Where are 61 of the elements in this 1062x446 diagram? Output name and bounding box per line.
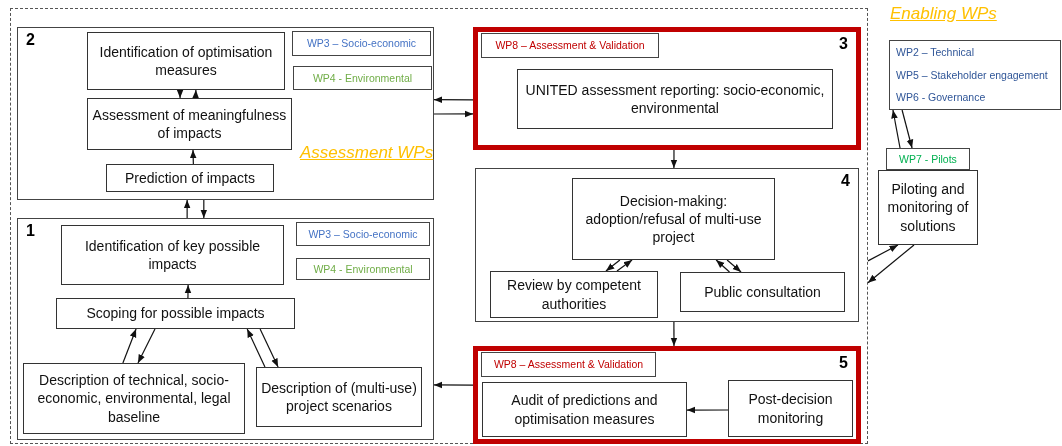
process-box: Review by competent authorities <box>490 271 658 318</box>
work-package-tag: WP3 – Socio-economic <box>292 31 431 56</box>
highlighted-stage-panel <box>473 346 861 444</box>
arrow <box>192 89 199 99</box>
arrow <box>184 284 192 299</box>
process-box: Assessment of meaningfulness of impacts <box>87 98 292 150</box>
arrow <box>200 199 208 219</box>
work-package-item: WP6 - Governance <box>896 92 987 103</box>
process-box: Piloting and monitoring of solutions <box>878 170 978 245</box>
work-package-tag: WP3 – Socio-economic <box>296 222 430 246</box>
stage-number: 4 <box>841 173 850 189</box>
process-box: Public consultation <box>680 272 845 312</box>
arrow <box>867 244 915 284</box>
process-box: Description of technical, socio-economic, environmental, legal baseline <box>23 363 245 434</box>
process-box: UNITED assessment reporting: socio-economic, environmental <box>517 69 833 129</box>
work-package-tag: WP7 - Pilots <box>886 148 970 170</box>
work-package-item: WP5 – Stakeholder engagement <box>896 69 1049 81</box>
arrow <box>726 259 742 273</box>
work-package-tag: WP4 - Environmental <box>296 258 430 280</box>
process-box: Prediction of impacts <box>106 164 274 192</box>
section-heading: Assessment WPs <box>300 142 434 164</box>
arrow <box>867 244 899 262</box>
arrow <box>122 328 137 364</box>
dashed-frame <box>10 8 868 444</box>
process-box: Post-decision monitoring <box>728 380 853 437</box>
stage-number: 5 <box>839 355 848 371</box>
process-box: Scoping for possible impacts <box>56 298 295 329</box>
work-package-tag: WP4 - Environmental <box>293 66 432 90</box>
arrow <box>137 328 156 364</box>
arrow <box>616 259 633 272</box>
arrow <box>176 89 184 99</box>
stage-panel <box>17 27 434 200</box>
stage-number: 1 <box>26 223 35 239</box>
stage-number: 3 <box>839 36 848 52</box>
stage-number: 2 <box>26 32 35 48</box>
stage-panel <box>17 218 434 440</box>
stage-panel <box>475 168 859 322</box>
process-box: Identification of optimisation measures <box>87 32 285 90</box>
arrow <box>605 259 621 272</box>
work-package-tag: WP8 – Assessment & Validation <box>481 352 656 377</box>
work-package-item: WP2 – Technical <box>896 47 975 58</box>
arrow <box>686 406 729 414</box>
process-box: Audit of predictions and optimisation measures <box>482 382 687 437</box>
process-box: Identification of key possible impacts <box>61 225 284 285</box>
arrow <box>189 149 197 165</box>
arrow <box>433 96 474 104</box>
highlighted-stage-panel <box>473 27 861 150</box>
arrow <box>183 199 191 219</box>
arrow <box>433 110 474 118</box>
arrow <box>901 109 914 149</box>
arrow <box>433 381 474 389</box>
arrow <box>715 259 731 273</box>
arrow <box>246 328 266 368</box>
arrow <box>670 321 678 347</box>
arrow <box>259 328 279 368</box>
process-box: Decision-making: adoption/refusal of multi-use project <box>572 178 775 260</box>
process-box: Description of (multi-use) project scenarios <box>256 367 422 427</box>
arrow <box>891 109 901 149</box>
work-package-tag: WP8 – Assessment & Validation <box>481 33 659 58</box>
arrow <box>670 149 678 169</box>
panel-heading: Enabling WPs <box>890 5 997 22</box>
